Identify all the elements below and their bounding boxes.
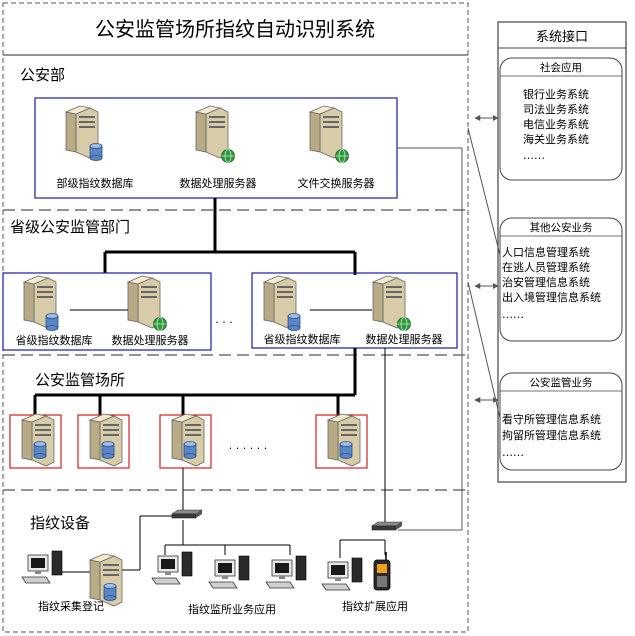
group-item: 海关业务系统 (523, 132, 589, 146)
database-icon (33, 441, 47, 459)
province-ellipsis: · · · (215, 316, 232, 329)
database-icon (89, 143, 103, 161)
group-item: 人口信息管理系统 (502, 245, 590, 259)
ministry-file-server (309, 105, 349, 163)
device-label-registration: 指纹采集登记 (38, 599, 104, 613)
section-ministry: 公安部 (20, 66, 65, 84)
globe-icon (397, 317, 411, 331)
globe-icon (335, 149, 349, 163)
pc-icon (151, 551, 193, 585)
group-item: 银行业务系统 (523, 87, 589, 101)
group-title: 其他公安业务 (530, 221, 593, 234)
pc-icon (208, 555, 250, 589)
network-switch-icon (171, 509, 203, 519)
interface-connectors (397, 115, 501, 531)
group-item: 出入境管理信息系统 (502, 290, 601, 304)
trunk-province-facility (33, 348, 357, 418)
facility-ellipsis: · · · · · · (229, 442, 267, 455)
ministry-data-server (195, 105, 235, 163)
pc-icon (265, 555, 307, 589)
group-item: 司法业务系统 (523, 102, 589, 116)
ministry-db-label: 部级指纹数据库 (57, 176, 134, 190)
database-icon (103, 583, 117, 601)
database-icon (339, 441, 353, 459)
database-icon (45, 313, 59, 331)
facility-node (77, 413, 130, 469)
province-left-box (2, 272, 212, 351)
section-facility: 公安监管场所 (35, 371, 125, 389)
ministry-db-server (65, 105, 103, 161)
mobile-phone-icon (373, 552, 391, 591)
pc-icon (21, 550, 63, 584)
page-title: 公安监管场所指纹自动识别系统 (95, 17, 375, 41)
section-province: 省级公安监管部门 (10, 218, 130, 236)
network-switch-icon (371, 521, 403, 531)
province-left-server-label: 数据处理服务器 (112, 333, 189, 347)
ministry-server-label: 数据处理服务器 (180, 176, 257, 190)
device-label-business: 指纹监所业务应用 (188, 602, 276, 616)
section-devices: 指纹设备 (30, 514, 90, 532)
group-title: 公安监管业务 (530, 376, 593, 389)
group-item: 治安管理信息系统 (502, 275, 590, 289)
interface-panel (497, 21, 627, 483)
interface-header: 系统接口 (536, 29, 588, 45)
interface-group-social (499, 57, 623, 181)
group-title: 社会应用 (540, 61, 582, 74)
province-right-db-label: 省级指纹数据库 (264, 332, 341, 346)
group-item: …… (502, 308, 524, 321)
database-icon (101, 441, 115, 459)
registration-server (89, 553, 123, 607)
ministry-file-label: 文件交换服务器 (298, 176, 375, 190)
group-item: 电信业务系统 (523, 118, 589, 131)
trunk-ministry-province (103, 198, 357, 275)
facility-node (9, 413, 62, 469)
province-left-db-server (23, 275, 59, 331)
device-label-extension: 指纹扩展应用 (342, 599, 408, 613)
interface-group-custody (499, 372, 623, 471)
globe-icon (153, 317, 167, 331)
interface-group-other-police (499, 217, 623, 342)
group-item: …… (502, 446, 524, 459)
facility-node (315, 413, 368, 469)
province-right-db-server (263, 275, 301, 331)
group-item: …… (523, 149, 545, 162)
database-icon (183, 441, 197, 459)
group-item: 看守所管理信息系统 (502, 412, 601, 426)
group-item: 拘留所管理信息系统 (502, 428, 601, 442)
province-left-data-server (127, 275, 167, 331)
province-right-server-label: 数据处理服务器 (366, 332, 443, 346)
group-item: 在逃人员管理系统 (502, 260, 590, 274)
province-right-data-server (372, 275, 411, 331)
facility-node (159, 413, 212, 469)
pc-icon (321, 557, 363, 591)
province-left-db-label: 省级指纹数据库 (16, 333, 93, 347)
database-icon (287, 313, 301, 331)
globe-icon (221, 149, 235, 163)
